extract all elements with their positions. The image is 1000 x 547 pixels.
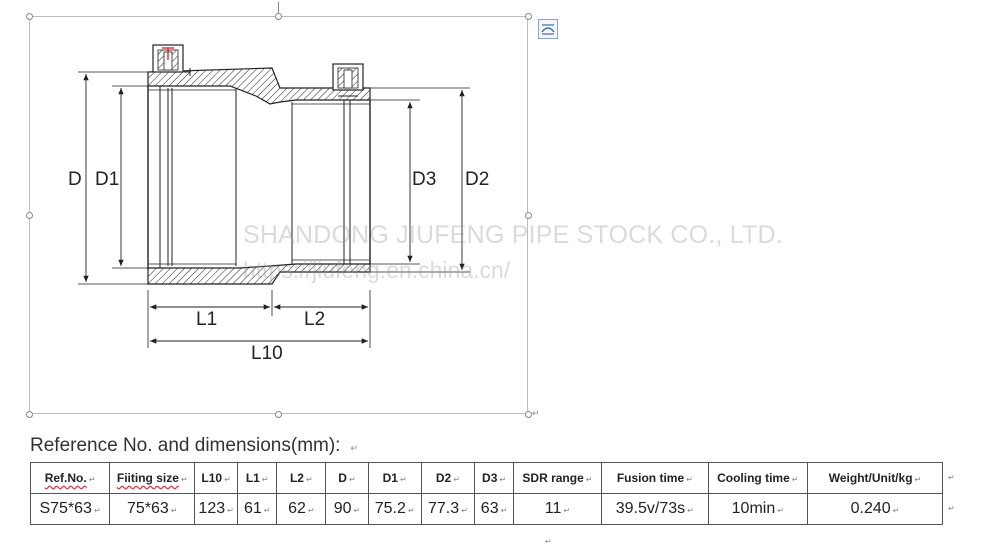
- header-l2: L2↵: [276, 462, 327, 494]
- top-wall-section: [147, 67, 371, 105]
- paragraph-mark-icon: ↵: [350, 443, 359, 453]
- header-d: D↵: [325, 462, 369, 494]
- cell-l1: 61↵: [236, 493, 278, 525]
- header-d2: D2↵: [420, 462, 476, 494]
- header-fitting-size: Fiiting size↵: [109, 462, 196, 494]
- paragraph-mark-icon: ↵: [532, 408, 540, 418]
- watermark-url: https://jiufeng.en.china.cn/: [243, 257, 511, 283]
- label-D: D: [68, 169, 82, 190]
- resize-handle-br[interactable]: [525, 411, 532, 418]
- header-fusion-time: Fusion time↵: [601, 462, 709, 494]
- resize-handle-bc[interactable]: [275, 411, 282, 418]
- cell-ref-no: S75*63↵: [29, 493, 111, 525]
- label-L2: L2: [304, 309, 325, 330]
- table-header-row: Ref.No.↵ Fiiting size↵ L10↵ L1↵ L2↵ D↵ D…: [29, 462, 943, 494]
- dimensions-table: Ref.No.↵ Fiiting size↵ L10↵ L1↵ L2↵ D↵ D…: [29, 462, 943, 525]
- resize-handle-tr[interactable]: [525, 13, 532, 20]
- resize-handle-ml[interactable]: [26, 212, 33, 219]
- header-cooling-time: Cooling time↵: [707, 462, 809, 494]
- header-l10: L10↵: [194, 462, 238, 494]
- header-l1: L1↵: [236, 462, 278, 494]
- header-weight: Weight/Unit/kg↵: [807, 462, 943, 494]
- table-row: S75*63↵ 75*63↵ 123↵ 61↵ 62↵ 90↵ 75.2↵ 77…: [29, 493, 943, 525]
- cell-d2: 77.3↵: [420, 493, 476, 525]
- cell-d: 90↵: [325, 493, 369, 525]
- watermark-company: SHANDONG JIUFENG PIPE STOCK CO., LTD.: [243, 221, 783, 249]
- caption-text: Reference No. and dimensions(mm):: [30, 435, 341, 456]
- header-ref-no: Ref.No.↵: [29, 462, 111, 494]
- resize-handle-bl[interactable]: [26, 411, 33, 418]
- layout-options-icon[interactable]: [538, 19, 558, 39]
- label-L10: L10: [251, 343, 283, 364]
- resize-handle-tl[interactable]: [26, 13, 33, 20]
- cell-l2: 62↵: [276, 493, 327, 525]
- label-D3: D3: [412, 169, 436, 190]
- cell-sdr-range: 11↵: [512, 493, 603, 525]
- cell-l10: 123↵: [194, 493, 238, 525]
- cell-cooling-time: 10min↵: [707, 493, 809, 525]
- label-D1: D1: [95, 169, 119, 190]
- dimensions-caption: Reference No. and dimensions(mm): ↵: [30, 435, 358, 457]
- cell-weight: 0.240↵: [807, 493, 943, 525]
- label-L1: L1: [196, 309, 217, 330]
- resize-handle-mr[interactable]: [525, 212, 532, 219]
- cell-d3: 63↵: [474, 493, 514, 525]
- header-sdr-range: SDR range↵: [512, 462, 603, 494]
- rotate-handle-line: [278, 2, 279, 14]
- cell-fusion-time: 39.5v/73s↵: [601, 493, 709, 525]
- paragraph-mark-icon: ↵: [545, 537, 552, 546]
- bottom-wall-section: [147, 263, 371, 285]
- header-d1: D1↵: [367, 462, 422, 494]
- paragraph-mark-icon: ↵: [948, 504, 955, 513]
- label-D2: D2: [465, 169, 489, 190]
- paragraph-mark-icon: ↵: [948, 473, 955, 482]
- header-d3: D3↵: [474, 462, 514, 494]
- cell-fitting-size: 75*63↵: [109, 493, 196, 525]
- cell-d1: 75.2↵: [367, 493, 422, 525]
